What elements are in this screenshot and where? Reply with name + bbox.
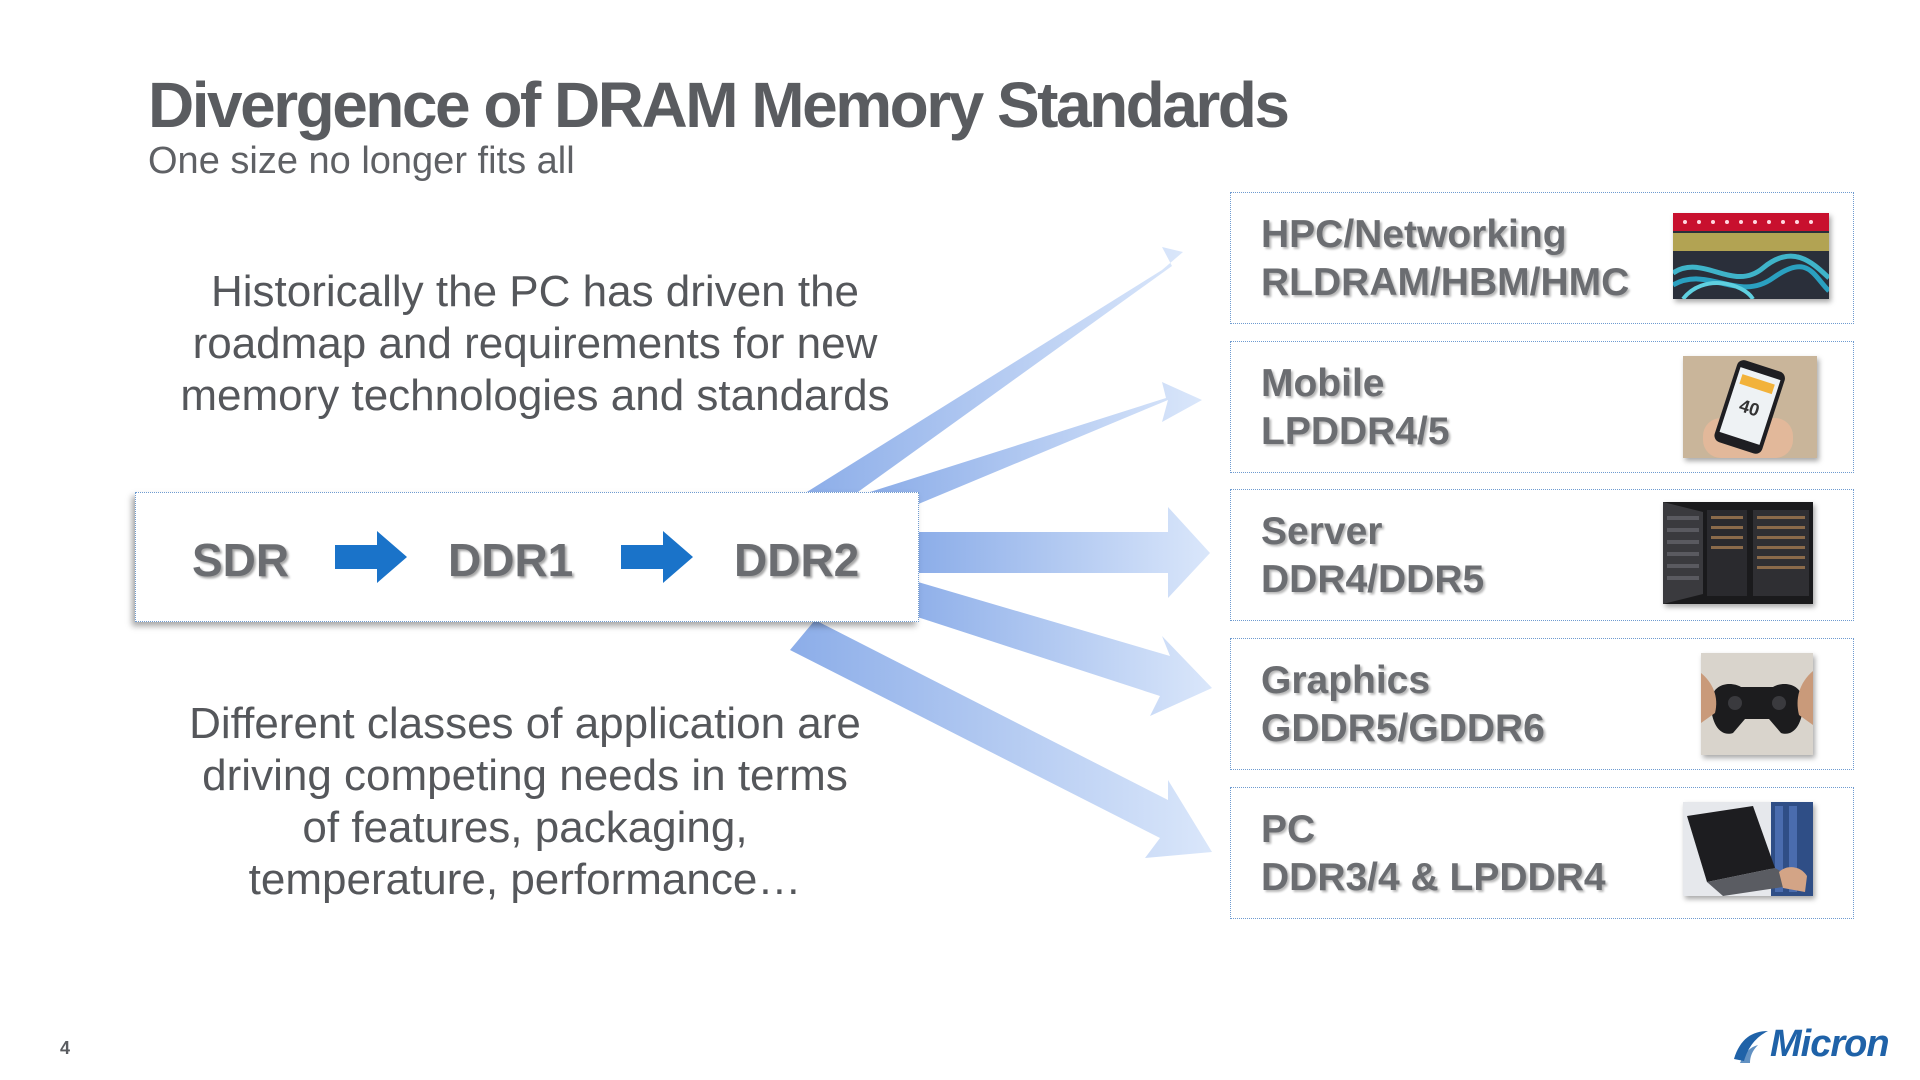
intro-line: memory technologies and standards — [180, 371, 890, 420]
closing-line: driving competing needs in terms — [202, 751, 848, 800]
step-ddr2: DDR2 — [734, 534, 860, 586]
category-standards: DDR3/4 & LPDDR4 — [1261, 856, 1606, 899]
category-segment: Server — [1261, 510, 1383, 553]
micron-wordmark: Micron — [1770, 1023, 1890, 1065]
category-pc: PC DDR3/4 & LPDDR4 — [1230, 787, 1854, 919]
category-segment: Graphics — [1261, 659, 1431, 702]
category-mobile: Mobile LPDDR4/5 40 — [1230, 341, 1854, 473]
category-graphics: Graphics GDDR5/GDDR6 — [1230, 638, 1854, 770]
network-cables-image — [1673, 213, 1829, 299]
intro-paragraph: Historically the PC has driven the roadm… — [130, 266, 940, 422]
intro-line: roadmap and requirements for new — [192, 319, 878, 368]
category-standards: LPDDR4/5 — [1261, 410, 1450, 453]
step-ddr1: DDR1 — [448, 534, 574, 586]
game-controller-image — [1701, 653, 1813, 755]
slide-subtitle: One size no longer fits all — [148, 140, 575, 182]
category-segment: HPC/Networking — [1261, 213, 1567, 256]
category-hpc-networking: HPC/Networking RLDRAM/HBM/HMC — [1230, 192, 1854, 324]
closing-line: temperature, performance… — [248, 855, 802, 904]
dram-evolution-box: SDR DDR1 DDR2 — [135, 492, 919, 622]
micron-swoosh-icon — [1734, 1030, 1768, 1063]
arrow-to-server — [918, 507, 1210, 598]
micron-logo: Micron — [1730, 1023, 1890, 1066]
arrow-to-pc — [790, 620, 1212, 858]
slide-title: Divergence of DRAM Memory Standards — [148, 69, 1290, 141]
category-standards: RLDRAM/HBM/HMC — [1261, 261, 1630, 304]
arrow-to-graphics — [902, 582, 1212, 716]
category-segment: PC — [1261, 808, 1316, 851]
right-arrow-icon — [621, 531, 693, 583]
category-standards: DDR4/DDR5 — [1261, 558, 1485, 601]
closing-line: Different classes of application are — [189, 699, 861, 748]
intro-line: Historically the PC has driven the — [210, 267, 860, 316]
closing-paragraph: Different classes of application are dri… — [130, 698, 920, 906]
right-arrow-icon — [335, 531, 407, 583]
step-sdr: SDR — [192, 534, 290, 586]
closing-line: of features, packaging, — [302, 803, 748, 852]
arrow-to-mobile — [870, 382, 1202, 520]
server-racks-image — [1663, 502, 1813, 604]
arrow-to-hpc — [802, 247, 1183, 520]
category-standards: GDDR5/GDDR6 — [1261, 707, 1545, 750]
smartphone-image: 40 — [1683, 356, 1817, 458]
category-server: Server DDR4/DDR5 — [1230, 489, 1854, 621]
page-number: 4 — [60, 1038, 71, 1058]
laptop-image — [1683, 802, 1813, 896]
category-segment: Mobile — [1261, 362, 1385, 405]
